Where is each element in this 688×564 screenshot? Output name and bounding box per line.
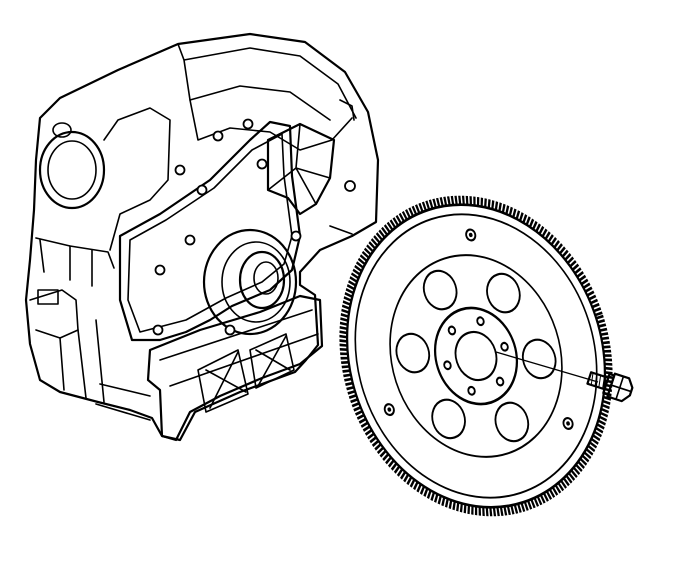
- cylinder-bore-left: [38, 130, 106, 210]
- crank-bolt-hole: [443, 360, 452, 371]
- rear-cover-plate: [118, 120, 302, 342]
- locator-hole-center: [468, 232, 473, 238]
- lightening-hole: [494, 401, 530, 443]
- crankshaft-seal-housing: [202, 228, 298, 336]
- oil-pan: [146, 294, 324, 442]
- crank-bolt-hole: [476, 316, 485, 327]
- lightening-hole: [486, 272, 521, 314]
- flexplate-bolt: [586, 371, 634, 403]
- hub-ring: [433, 306, 519, 406]
- engine-block: [24, 32, 380, 442]
- crankshaft-flange: [238, 250, 286, 310]
- crank-bolt-hole: [447, 325, 457, 336]
- flexplate-center-bore: [454, 330, 498, 382]
- locator-hole-center: [387, 407, 392, 412]
- lightening-hole: [431, 398, 466, 440]
- bolt-leader-line: [495, 351, 599, 383]
- flexplate: [339, 195, 613, 517]
- lightening-hole: [422, 269, 458, 311]
- crank-bolt-hole: [495, 376, 505, 387]
- lightening-hole: [395, 332, 431, 374]
- cover-bolts: [152, 118, 302, 336]
- ring-gear-outer: [345, 203, 607, 509]
- crank-bolt-hole: [467, 385, 476, 396]
- lightening-holes: [395, 269, 557, 443]
- flexplate-step: [389, 254, 563, 458]
- crank-bolt-hole: [500, 341, 509, 352]
- engine-top-deck: [117, 43, 357, 121]
- lightening-hole: [521, 338, 557, 380]
- crank-bolt-holes: [443, 316, 509, 396]
- flexplate-outer-rim: [354, 213, 598, 499]
- locator-hole-center: [566, 421, 570, 426]
- engine-block-outline: [24, 32, 380, 442]
- locator-holes: [383, 228, 574, 430]
